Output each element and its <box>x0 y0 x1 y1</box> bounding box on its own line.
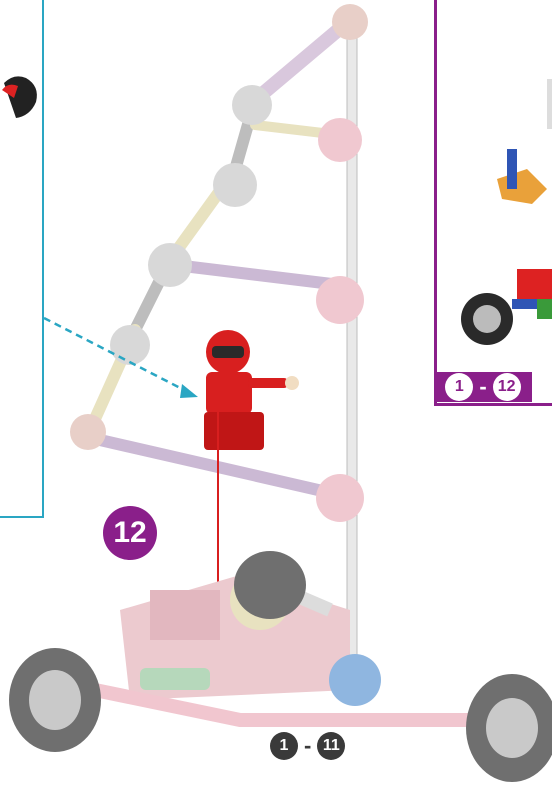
wheel-rear <box>234 551 306 619</box>
connector-group <box>70 4 368 522</box>
inset-panel-right <box>434 0 552 406</box>
wheel-left <box>9 648 101 752</box>
range-separator: - <box>304 733 312 758</box>
inset-left-partial-figure <box>2 76 37 118</box>
inset-range-from: 1 <box>445 373 474 401</box>
inset-range-separator: - <box>479 374 487 399</box>
inset-range-to: 12 <box>492 373 521 401</box>
wheel-right <box>466 674 552 782</box>
build-range-bottom: 1 - 11 <box>270 732 346 760</box>
step-number-badge: 12 <box>103 506 157 560</box>
range-from: 1 <box>270 732 298 760</box>
inset-right-partial-model <box>461 79 552 345</box>
inset-build-range: 1 - 12 <box>434 372 532 402</box>
inset-panel-left <box>0 0 44 518</box>
range-to: 11 <box>317 732 346 760</box>
